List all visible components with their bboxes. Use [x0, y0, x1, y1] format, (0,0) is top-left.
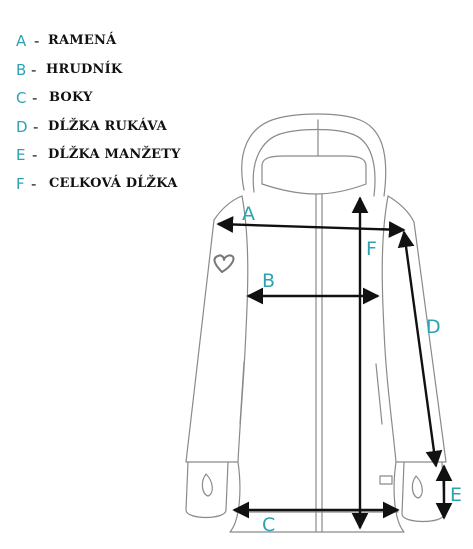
marker-d-label: D — [426, 316, 441, 338]
right-cuff — [401, 461, 445, 523]
legend-letter: B — [16, 60, 27, 79]
hem-tab — [379, 475, 393, 485]
legend-dash: - — [34, 32, 40, 50]
legend-letter: E — [16, 146, 26, 164]
legend-dash: - — [33, 117, 39, 136]
legend-name: DĹŽKA RUKÁVA — [48, 118, 167, 134]
right-pocket — [375, 363, 383, 425]
right-thumbhole — [411, 475, 423, 499]
left-thumbhole — [201, 473, 213, 497]
legend-dash: - — [31, 60, 37, 79]
hood-inner — [252, 128, 376, 197]
legend-name: RAMENÁ — [48, 33, 117, 48]
collar — [261, 155, 367, 195]
legend-name: CELKOVÁ DĹŽKA — [49, 175, 178, 191]
legend-name: DĹŽKA MANŽETY — [48, 147, 181, 162]
jacket-outline — [185, 113, 447, 533]
heart-logo-icon — [213, 254, 235, 273]
legend-letter: D — [16, 117, 28, 136]
measure-a-line — [216, 216, 406, 238]
marker-f-label: F — [366, 238, 377, 260]
legend-letter: A — [16, 32, 27, 50]
left-cuff — [185, 461, 229, 519]
left-pocket — [239, 361, 245, 425]
right-sleeve-seam — [381, 195, 397, 463]
legend-letter: C — [16, 89, 27, 107]
legend-name: HRUDNÍK — [46, 61, 123, 77]
marker-a-label: A — [242, 203, 255, 225]
marker-e-label: E — [450, 484, 462, 506]
marker-b-label: B — [262, 270, 275, 292]
legend-name: BOKY — [49, 90, 93, 105]
center-zipper — [315, 193, 323, 533]
body-outline — [185, 195, 447, 533]
legend-letter: F — [16, 174, 25, 193]
measure-d-line — [397, 230, 443, 468]
legend-dash: - — [32, 89, 38, 107]
marker-c-label: C — [262, 514, 275, 536]
legend-dash: - — [32, 146, 38, 164]
measurement-lines — [216, 196, 453, 530]
legend-dash: - — [31, 174, 37, 193]
left-sleeve-seam — [237, 195, 249, 463]
hood-outline — [241, 113, 387, 197]
